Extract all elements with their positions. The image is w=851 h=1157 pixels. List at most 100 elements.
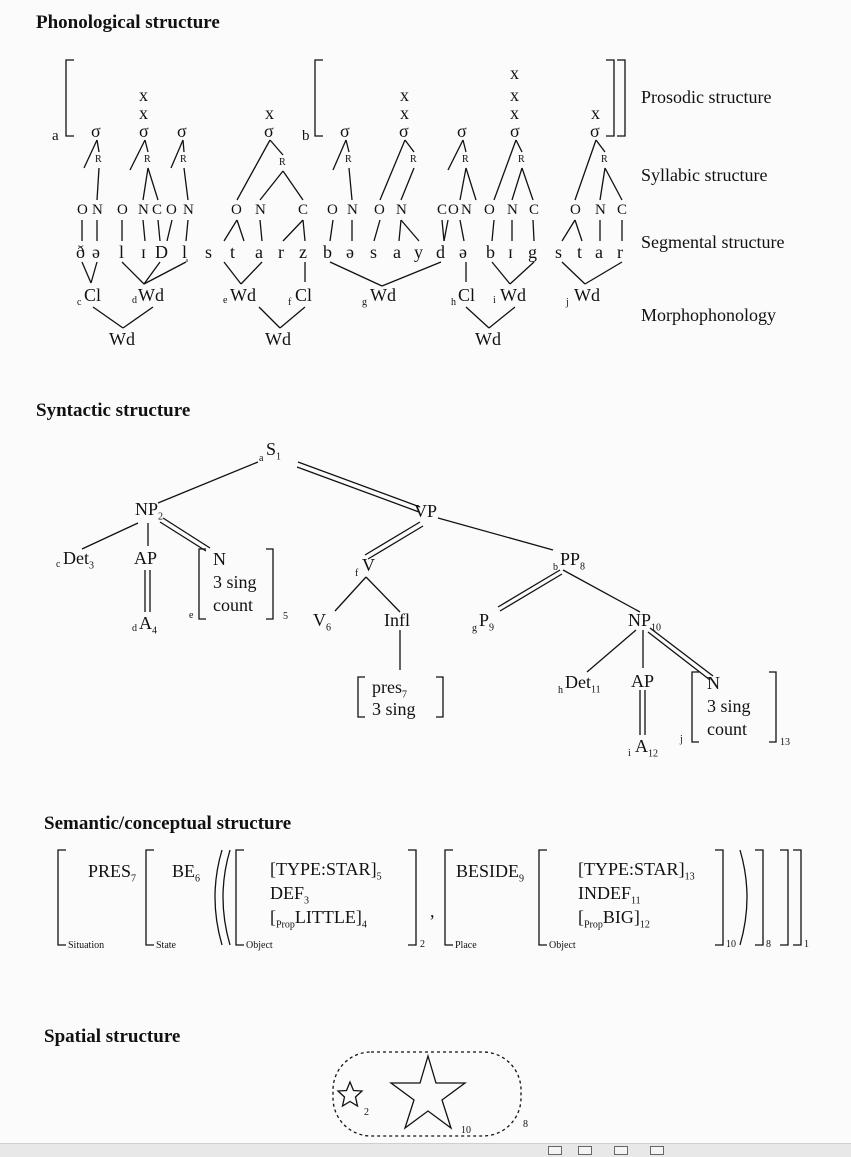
word-node: Wd: [500, 285, 526, 305]
nucleus-node: N: [396, 202, 407, 218]
rhyme-node: R: [462, 154, 469, 165]
index-g: g: [472, 623, 477, 634]
subscript-10: 10: [726, 939, 736, 950]
rhyme-node: R: [345, 154, 352, 165]
segment: z: [299, 242, 307, 262]
grid-x: x: [139, 103, 148, 123]
subscript-2: 2: [364, 1107, 369, 1118]
index-j: j: [566, 297, 569, 308]
nucleus-node: N: [347, 202, 358, 218]
label-object: Object: [246, 940, 273, 951]
segment: ð: [76, 242, 85, 262]
node-A4: A4: [139, 613, 157, 637]
onset-node: O: [166, 202, 177, 218]
subscript-5: 5: [283, 611, 288, 622]
coda-node: C: [529, 202, 540, 218]
sem-type-star: [TYPE:STAR]13: [578, 859, 695, 883]
segment: b: [486, 242, 495, 262]
feature-N: N: [213, 549, 226, 569]
nucleus-node: N: [255, 202, 266, 218]
page-view-button[interactable]: [548, 1146, 562, 1155]
segment: l̩: [182, 242, 188, 262]
feature-3sing: 3 sing: [372, 699, 416, 719]
node-PP: PP8: [560, 549, 586, 573]
subscript-2: 2: [420, 939, 425, 950]
small-star-icon: [336, 1080, 364, 1108]
node-A12: A12: [635, 736, 658, 760]
index-h: h: [451, 297, 456, 308]
index-i: i: [628, 748, 631, 759]
nucleus-node: N: [595, 202, 606, 218]
grid-x: x: [265, 103, 274, 123]
coda-node: C: [152, 202, 163, 218]
rhyme-node: R: [279, 157, 286, 168]
segment: a: [595, 242, 603, 262]
sigma: σ: [399, 121, 409, 141]
subscript-13: 13: [780, 737, 790, 748]
sem-comma: ,: [430, 901, 435, 921]
segmental-structure-label: Segmental structure: [641, 232, 785, 252]
segment: t: [577, 242, 583, 262]
sigma: σ: [91, 121, 101, 141]
grid-x: x: [510, 85, 519, 105]
sem-beside: BESIDE9: [456, 861, 524, 885]
word-node: Wd: [574, 285, 600, 305]
word-node: Wd: [109, 329, 135, 349]
sem-little: [PropLITTLE]4: [270, 907, 367, 931]
node-AP: AP: [631, 671, 655, 691]
sigma: σ: [177, 121, 187, 141]
node-P9: P9: [479, 610, 495, 634]
node-NP2: NP2: [135, 499, 164, 523]
segment: a: [393, 242, 401, 262]
viewer-toolbar: [0, 1143, 851, 1157]
node-Det11: Det11: [565, 672, 601, 696]
subscript-1: 1: [804, 939, 809, 950]
segment: a: [255, 242, 263, 262]
semantic-title: Semantic/conceptual structure: [44, 813, 292, 834]
segment: ə: [92, 242, 100, 262]
onset-node: O: [117, 202, 128, 218]
sigma: σ: [457, 121, 467, 141]
spatial-title: Spatial structure: [44, 1026, 181, 1047]
onset-node: O: [448, 202, 459, 218]
onset-node: O: [570, 202, 581, 218]
nucleus-node: N: [138, 202, 149, 218]
word-node: Wd: [138, 285, 164, 305]
clitic-node: Cl: [458, 285, 476, 305]
bracket-index-b: b: [302, 128, 310, 144]
feature-N: N: [707, 673, 720, 693]
rhyme-node: R: [601, 154, 608, 165]
subscript-8: 8: [523, 1119, 528, 1130]
index-h: h: [558, 685, 563, 696]
onset-node: O: [374, 202, 385, 218]
segment: b: [323, 242, 332, 262]
clitic-node: Cl: [295, 285, 313, 305]
label-place: Place: [455, 940, 477, 951]
grid-x: x: [510, 63, 519, 83]
segment: ɪ: [508, 242, 514, 262]
node-Infl: Infl: [384, 610, 410, 630]
index-b: b: [553, 562, 558, 573]
segment: d: [436, 242, 445, 262]
semantic-brackets: [57, 849, 802, 946]
big-star-icon: [389, 1053, 467, 1130]
rhyme-node: R: [95, 154, 102, 165]
onset-node: O: [327, 202, 338, 218]
two-page-view-button[interactable]: [614, 1146, 628, 1155]
rhyme-node: R: [144, 154, 151, 165]
segment: ə: [346, 242, 354, 262]
index-d: d: [132, 623, 137, 634]
segment: s: [205, 242, 213, 262]
word-node: Wd: [265, 329, 291, 349]
page-view-button[interactable]: [578, 1146, 592, 1155]
two-page-view-button[interactable]: [650, 1146, 664, 1155]
node-V: V: [362, 555, 375, 575]
segment: D: [155, 242, 168, 262]
feature-3sing: 3 sing: [707, 696, 751, 716]
index-c: c: [77, 297, 82, 308]
segment: g: [528, 242, 537, 262]
index-i: i: [493, 295, 496, 306]
rhyme-node: R: [518, 154, 525, 165]
sem-big: [PropBIG]12: [578, 907, 650, 931]
